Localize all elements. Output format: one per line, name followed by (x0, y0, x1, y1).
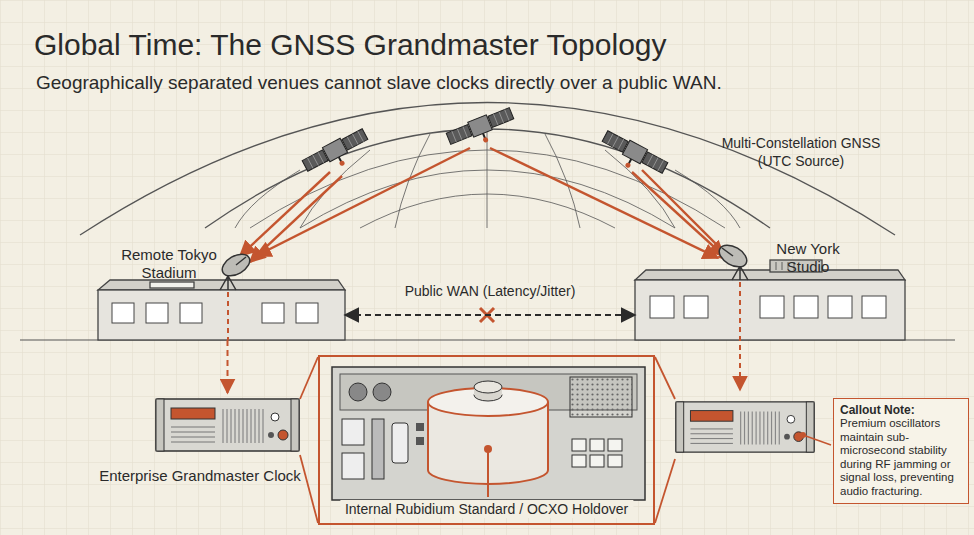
gnss-rays (240, 172, 330, 256)
callout-leader (803, 435, 831, 445)
earth-globe (80, 103, 895, 236)
newyork-building (650, 296, 674, 318)
magnifier-lines (300, 357, 675, 523)
wan-blocked-mark (480, 308, 494, 322)
rubidium-chassis-drawing (487, 449, 489, 497)
node-body: Premium oscillators maintain sub-microse… (840, 417, 963, 498)
clock-drawing (155, 395, 300, 455)
wan-blocked-mark (480, 308, 494, 322)
rubidium-chassis-drawing (416, 437, 424, 445)
magnifier-lines (300, 455, 318, 523)
satellites (301, 106, 669, 184)
callout-leader (800, 432, 831, 445)
clock-drawing (156, 399, 299, 451)
node-label: Enterprise Grandmaster Clock (93, 467, 307, 484)
newyork-building (650, 296, 886, 318)
rubidium-chassis-drawing (349, 383, 367, 401)
gnss-rays (490, 148, 718, 258)
tokyo-dish (236, 257, 246, 265)
rubidium-chassis-drawing (474, 381, 502, 393)
rubidium-chassis-drawing (608, 439, 622, 451)
grandmaster-clock (676, 402, 814, 452)
rubidium-chassis-drawing (373, 383, 391, 401)
satellites (597, 129, 669, 183)
newyork-building (635, 260, 905, 340)
node-label: New York Studio (763, 240, 853, 276)
newyork-building (760, 296, 784, 318)
earth-globe (80, 103, 895, 236)
rubidium-chassis-drawing (590, 455, 604, 467)
satellites (301, 127, 373, 181)
node-label: Callout Note: (840, 403, 963, 417)
satellites (445, 106, 518, 155)
rubidium-chassis-drawing (572, 455, 586, 467)
rubidium-chassis-drawing (547, 402, 549, 470)
newyork-dish (722, 248, 733, 256)
earth-globe (300, 170, 675, 228)
earth-globe (235, 170, 300, 228)
signal-drop (227, 292, 229, 340)
tokyo-building (296, 303, 318, 323)
rubidium-chassis-drawing (332, 367, 645, 500)
tokyo-building (112, 303, 134, 323)
node-label: Remote Tokyo Stadium (104, 246, 234, 282)
diagram-subtitle: Geographically separated venues cannot s… (36, 72, 722, 94)
rubidium-chassis-drawing (572, 439, 622, 467)
signal-drop (739, 282, 741, 390)
tokyo-building (98, 280, 345, 340)
newyork-building (635, 280, 905, 340)
rubidium-chassis-drawing (608, 455, 622, 467)
wan-blocked-mark (480, 308, 494, 322)
callout-note: Callout Note:Premium oscillators maintai… (833, 398, 969, 504)
earth-globe (395, 134, 430, 228)
gnss-rays (256, 148, 470, 256)
signal-arrow (227, 340, 229, 393)
edge-label: Public WAN (Latency/Jitter) (401, 283, 580, 299)
rubidium-chassis-drawing (570, 377, 632, 417)
earth-globe (360, 194, 615, 228)
newyork-dish (716, 241, 751, 272)
rubidium-chassis-drawing (342, 453, 364, 479)
venue-building: Remote Tokyo Stadium (98, 290, 345, 340)
venue-building: New York Studio (635, 280, 905, 340)
grandmaster-clock: Enterprise Grandmaster Clock (155, 395, 300, 455)
newyork-building (684, 296, 708, 318)
newyork-building (794, 296, 818, 318)
wan-link (345, 314, 635, 316)
rubidium-chassis-drawing (572, 439, 586, 451)
tokyo-building (150, 282, 194, 288)
earth-globe (487, 130, 488, 228)
newyork-building (828, 296, 852, 318)
newyork-building (862, 296, 886, 318)
newyork-dish (716, 241, 751, 280)
gnss-rays (632, 172, 724, 256)
tokyo-building (180, 303, 202, 323)
magnifier-lines (655, 357, 675, 399)
rubidium-chassis-drawing (342, 419, 364, 445)
tokyo-building (146, 303, 168, 323)
rubidium-chassis-drawing (372, 419, 384, 479)
tokyo-dish (219, 250, 254, 290)
magnifier-lines (300, 357, 318, 399)
rubidium-chassis-drawing (427, 402, 429, 470)
node-label: Internal Rubidium Standard / OCXO Holdov… (340, 500, 633, 518)
rubidium-chassis-drawing (590, 439, 604, 451)
tokyo-building (262, 303, 284, 323)
detail-panel: Internal Rubidium Standard / OCXO Holdov… (318, 355, 655, 525)
magnifier-lines (655, 459, 675, 523)
tokyo-building (98, 290, 345, 340)
earth-globe (545, 134, 580, 228)
diagram-title: Global Time: The GNSS Grandmaster Topolo… (34, 28, 667, 62)
rubidium-chassis-drawing (392, 423, 408, 463)
rubidium-chassis-drawing (416, 423, 424, 431)
constellation-label: Multi-Constellation GNSS (UTC Source) (716, 134, 886, 170)
tokyo-building (112, 303, 318, 323)
tokyo-dish (219, 250, 254, 281)
